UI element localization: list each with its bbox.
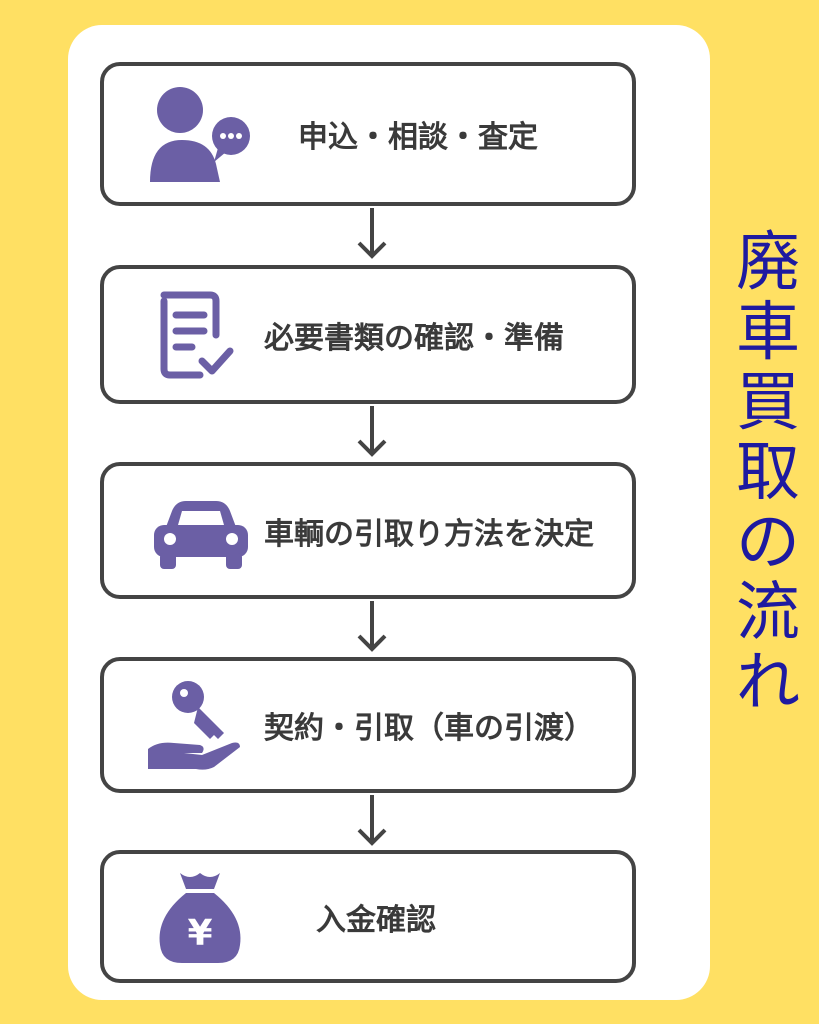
key-hand-icon: [148, 681, 240, 770]
step-label: 入金確認: [316, 902, 436, 938]
document-check-icon: [160, 291, 234, 378]
step-label: 契約・引取（車の引渡）: [264, 711, 594, 746]
step-label: 必要書類の確認・準備: [264, 320, 564, 356]
svg-text:¥: ¥: [187, 913, 212, 954]
car-icon: [154, 500, 248, 569]
step-label: 車輌の引取り方法を決定: [264, 516, 594, 552]
arrow-down-icon: [357, 601, 387, 652]
person-chat-icon: [150, 87, 253, 182]
flow-title: 廃車買取の流れ: [736, 226, 800, 720]
arrow-down-icon: [357, 208, 387, 259]
step-payment: ¥ 入金確認: [100, 850, 636, 983]
step-documents: 必要書類の確認・準備: [100, 265, 636, 404]
yen-bag-icon: ¥: [159, 872, 241, 963]
step-label: 申込・相談・査定: [298, 120, 538, 155]
step-contract: 契約・引取（車の引渡）: [100, 657, 636, 793]
step-apply: 申込・相談・査定: [100, 62, 636, 206]
step-pickup: 車輌の引取り方法を決定: [100, 462, 636, 599]
arrow-down-icon: [357, 406, 387, 457]
arrow-down-icon: [357, 795, 387, 846]
